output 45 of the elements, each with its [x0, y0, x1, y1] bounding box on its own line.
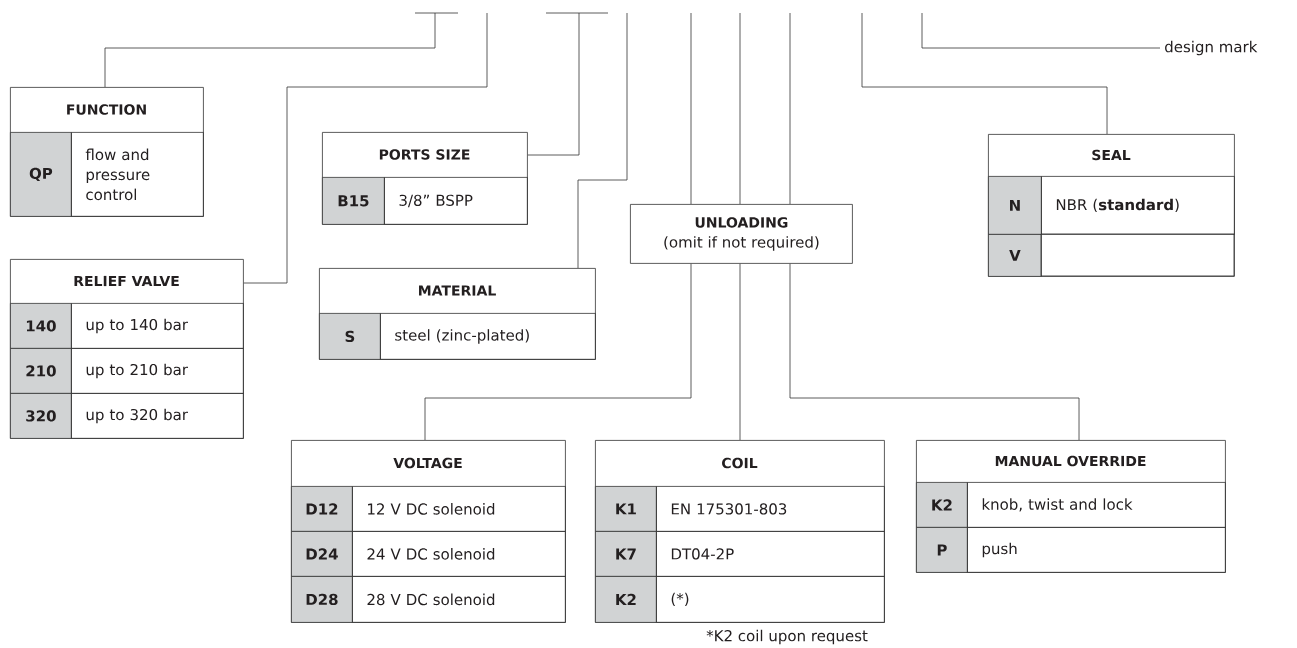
connector-line — [739, 12, 741, 205]
description-cell: 24 V DC solenoid — [352, 531, 566, 577]
description-cell: 28 V DC solenoid — [352, 576, 566, 623]
connector-line — [690, 12, 692, 205]
description-cell: 3/8” BSPP — [384, 177, 528, 225]
connector-line — [577, 12, 628, 269]
code-cell: P — [916, 527, 968, 573]
description-cell: NBR (standard) — [1041, 176, 1235, 235]
code-cell: D24 — [291, 531, 353, 577]
code-cell: K2 — [595, 576, 657, 623]
code-cell: D12 — [291, 486, 353, 532]
code-cell: 210 — [10, 348, 72, 394]
code-cell: S — [319, 313, 381, 360]
description-cell: knob, twist and lock — [967, 482, 1226, 528]
code-cell: B15 — [322, 177, 385, 225]
connector-line — [739, 263, 741, 441]
connector-line — [789, 12, 791, 205]
connector-line — [527, 12, 580, 156]
option-box: UNLOADING (omit if not required) — [630, 204, 853, 264]
description-cell: push — [967, 527, 1226, 573]
code-cell: QP — [10, 132, 72, 217]
description-cell: DT04-2P — [656, 531, 885, 577]
connector-line — [424, 263, 692, 441]
code-cell: K7 — [595, 531, 657, 577]
code-cell: V — [988, 234, 1042, 277]
code-cell: 320 — [10, 393, 72, 439]
description-cell: up to 320 bar — [71, 393, 244, 439]
description-cell: EN 175301-803 — [656, 486, 885, 532]
field-label: design mark — [1165, 40, 1258, 56]
connector-line — [104, 12, 436, 88]
description-cell: flow and pressure control — [71, 132, 204, 217]
description-cell: 12 V DC solenoid — [352, 486, 566, 532]
connector-line — [921, 12, 1161, 49]
code-cell: K2 — [916, 482, 968, 528]
connector-line — [861, 12, 1108, 135]
connector-line — [789, 263, 1080, 441]
connector-line — [243, 12, 488, 284]
code-cell: D28 — [291, 576, 353, 623]
description-cell: steel (zinc-plated) — [380, 313, 596, 360]
code-cell: K1 — [595, 486, 657, 532]
description-cell: (*) — [656, 576, 885, 623]
code-cell: N — [988, 176, 1042, 235]
description-cell: up to 210 bar — [71, 348, 244, 394]
code-cell: 140 — [10, 303, 72, 349]
description-cell: up to 140 bar — [71, 303, 244, 349]
